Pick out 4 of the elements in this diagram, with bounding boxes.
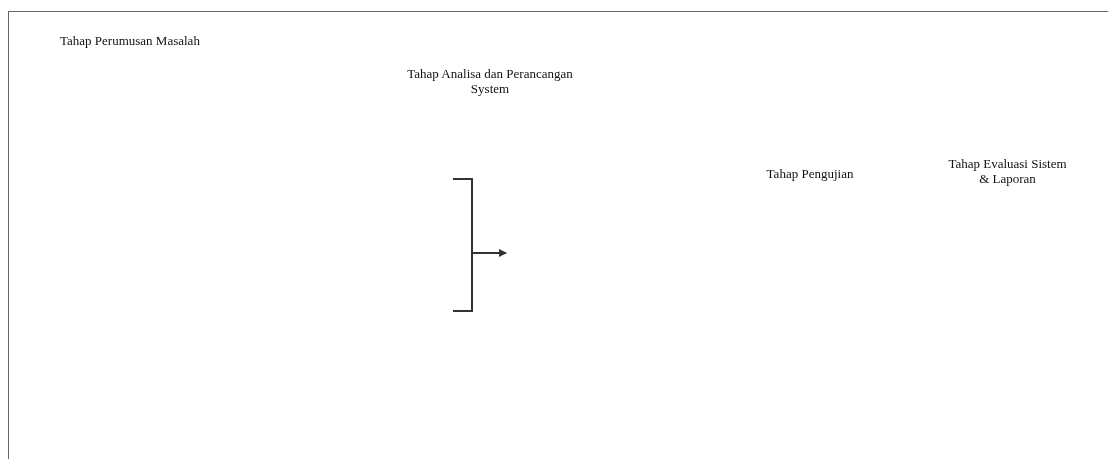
stage-label: Tahap Pengujian xyxy=(765,166,855,181)
stage-label: Tahap Evaluasi Sistem & Laporan xyxy=(947,156,1068,186)
stage-label: Tahap Perumusan Masalah xyxy=(60,33,201,48)
stage-label: Tahap Analisa dan Perancangan System xyxy=(406,66,574,96)
